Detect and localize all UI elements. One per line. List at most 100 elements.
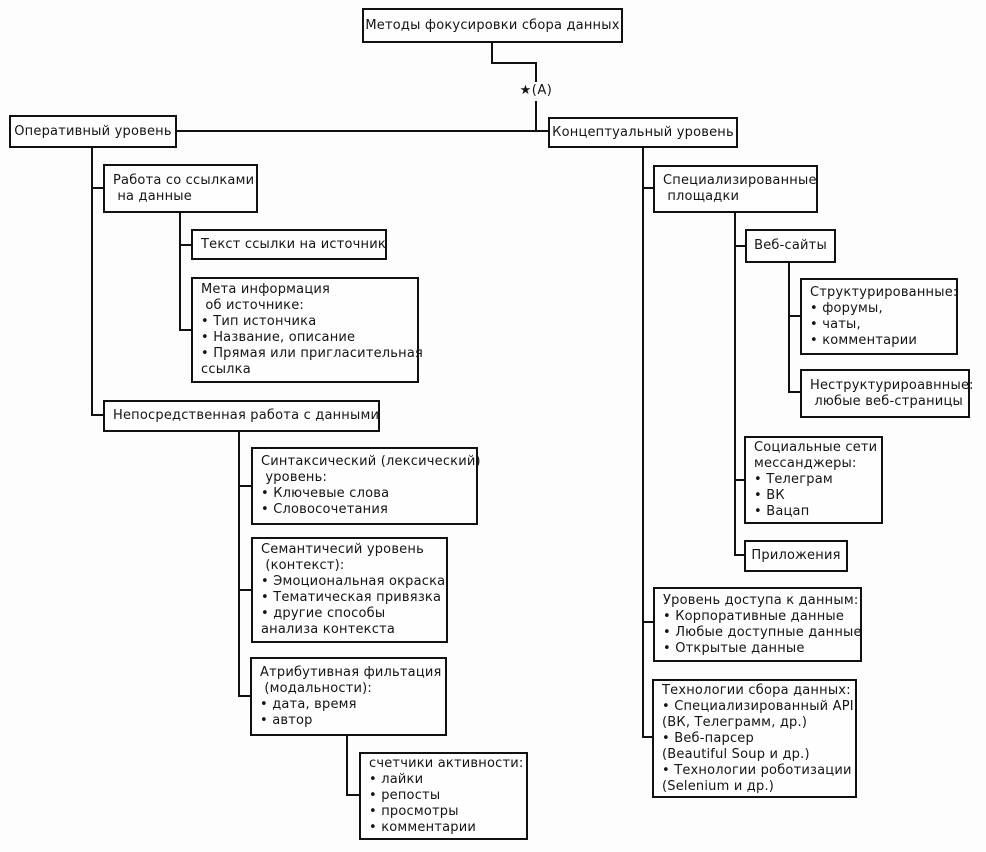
text-line: (Selenium и др.) bbox=[662, 778, 775, 794]
text-line: • комментарии bbox=[810, 332, 918, 348]
text-line: Приложения bbox=[751, 548, 841, 563]
trunk-work-links bbox=[179, 213, 181, 331]
text-line: • другие способы bbox=[261, 606, 386, 621]
text-line: • автор bbox=[260, 712, 313, 728]
branch-work-links bbox=[91, 187, 103, 189]
text-line: • Телеграм bbox=[754, 472, 833, 487]
node-structured: Структурированные: • форумы, • чаты, • к… bbox=[800, 278, 958, 355]
text-line: любые веб-страницы bbox=[810, 393, 963, 409]
text-line: • репосты bbox=[369, 788, 441, 803]
text-line: • Любые доступные данные bbox=[663, 624, 862, 640]
text-line: • Название, описание bbox=[201, 330, 356, 345]
text-line: об источнике: bbox=[201, 298, 305, 313]
trunk-conceptual bbox=[642, 148, 644, 738]
text-line: • Корпоративные данные bbox=[663, 608, 845, 624]
text-line: • Вацап bbox=[754, 504, 810, 519]
connector-label-a: ★(A) bbox=[505, 83, 567, 101]
branch-syntactic bbox=[238, 485, 251, 487]
text-line: • дата, время bbox=[260, 696, 357, 712]
text-line: • Тематическая привязка bbox=[261, 590, 442, 605]
text-line: Непосредственная работа с данными bbox=[113, 408, 380, 423]
text-line: Атрибутивная фильтация bbox=[260, 664, 442, 680]
text-line: • комментарии bbox=[369, 820, 477, 835]
text-line: Социальные сети bbox=[754, 440, 878, 455]
node-social-networks: Социальные сети мессанджеры: • Телеграм … bbox=[744, 436, 883, 524]
node-applications: Приложения bbox=[744, 540, 848, 572]
text-line: • Веб-парсер bbox=[662, 730, 754, 746]
text-line: на данные bbox=[113, 188, 192, 204]
text-line: Оперативный уровень bbox=[14, 123, 172, 139]
node-direct-work: Непосредственная работа с данными bbox=[103, 400, 380, 432]
text-line: (ВК, Телеграмм, др.) bbox=[662, 714, 808, 730]
connector-root-right bbox=[491, 62, 537, 64]
text-line: • Тип истончика bbox=[201, 314, 317, 329]
trunk-operational bbox=[91, 148, 93, 416]
text-line: Уровень доступа к данным: bbox=[663, 592, 859, 608]
text-line: • Открытые данные bbox=[663, 640, 805, 656]
connector-below-label bbox=[535, 101, 537, 132]
node-work-with-links: Работа со ссылками на данные bbox=[103, 164, 258, 213]
branch-websites bbox=[734, 245, 745, 247]
text-line: • Словосочетания bbox=[261, 502, 389, 517]
text-line: (модальности): bbox=[260, 680, 372, 696]
branch-unstructured bbox=[788, 391, 800, 393]
text-line: Технологии сбора данных: bbox=[662, 682, 851, 698]
branch-counters bbox=[346, 794, 359, 796]
text-line: • Технологии роботизации bbox=[662, 762, 852, 778]
branch-technologies bbox=[642, 736, 653, 738]
branch-link-text bbox=[179, 244, 191, 246]
node-attributive-filtering: Атрибутивная фильтация (модальности): • … bbox=[250, 657, 447, 736]
text-line: Синтаксический (лексический) bbox=[261, 454, 481, 469]
connector-root-down bbox=[491, 43, 493, 64]
node-meta-info: Мета информация об источнике: • Тип исто… bbox=[191, 277, 424, 383]
text-line: Текст ссылки на источник bbox=[201, 236, 386, 252]
node-specialized-platforms: Специализированные площадки bbox=[653, 165, 818, 213]
branch-access bbox=[642, 621, 653, 623]
branch-apps bbox=[734, 554, 744, 556]
text-line: площадки bbox=[663, 189, 740, 204]
node-collection-technologies: Технологии сбора данных: • Специализиров… bbox=[652, 679, 857, 798]
node-unstructured: Неструктурироавнные: любые веб-страницы bbox=[800, 369, 974, 418]
branch-specialized bbox=[642, 187, 653, 189]
branch-structured bbox=[788, 315, 800, 317]
text-line: ссылка bbox=[201, 362, 251, 377]
text-line: (Beautiful Soup и др.) bbox=[662, 746, 810, 762]
text-line: уровень: bbox=[261, 470, 328, 485]
node-semantic-level: Семантичесий уровень (контекст): • Эмоци… bbox=[251, 537, 448, 643]
node-activity-counters: счетчики активности: • лайки • репосты •… bbox=[359, 752, 528, 840]
text-line: Мета информация bbox=[201, 282, 331, 297]
text-line: • форумы, bbox=[810, 300, 883, 316]
branch-semantic bbox=[238, 589, 251, 591]
text-line: (контекст): bbox=[261, 558, 345, 573]
text-line: • Эмоциональная окраска bbox=[261, 574, 446, 589]
trunk-attributive bbox=[346, 736, 348, 796]
text-line: мессанджеры: bbox=[754, 456, 857, 471]
text-line: Методы фокусировки сбора данных bbox=[365, 17, 620, 33]
text-line: счетчики активности: bbox=[369, 756, 524, 771]
text-line: Специализированные bbox=[663, 173, 817, 188]
text-line: Концептуальный уровень bbox=[552, 124, 734, 140]
node-websites: Веб-сайты bbox=[745, 229, 836, 263]
branch-meta-info bbox=[179, 329, 191, 331]
text-line: Семантичесий уровень bbox=[261, 542, 424, 557]
text-line: • ВК bbox=[754, 488, 785, 503]
text-line: • просмотры bbox=[369, 804, 459, 819]
node-syntactic-level: Синтаксический (лексический) уровень: • … bbox=[251, 447, 481, 525]
text-line: • Прямая или пригласительная bbox=[201, 346, 424, 361]
connector-above-label bbox=[535, 62, 537, 82]
node-root: Методы фокусировки сбора данных bbox=[362, 8, 623, 43]
text-line: Веб-сайты bbox=[754, 238, 827, 253]
branch-social bbox=[734, 479, 744, 481]
node-conceptual-level: Концептуальный уровень bbox=[548, 117, 738, 148]
trunk-direct-work bbox=[238, 432, 240, 697]
text-line: Неструктурироавнные: bbox=[810, 377, 974, 393]
text-line: Работа со ссылками bbox=[113, 172, 255, 188]
text-line: • чаты, bbox=[810, 316, 861, 332]
text-line: • лайки bbox=[369, 772, 424, 787]
text-line: Структурированные: bbox=[810, 284, 958, 300]
node-access-level: Уровень доступа к данным: • Корпоративны… bbox=[653, 587, 862, 662]
text-line: • Ключевые слова bbox=[261, 486, 390, 501]
connector-level-bridge bbox=[177, 130, 548, 132]
node-link-text: Текст ссылки на источник bbox=[191, 229, 387, 260]
